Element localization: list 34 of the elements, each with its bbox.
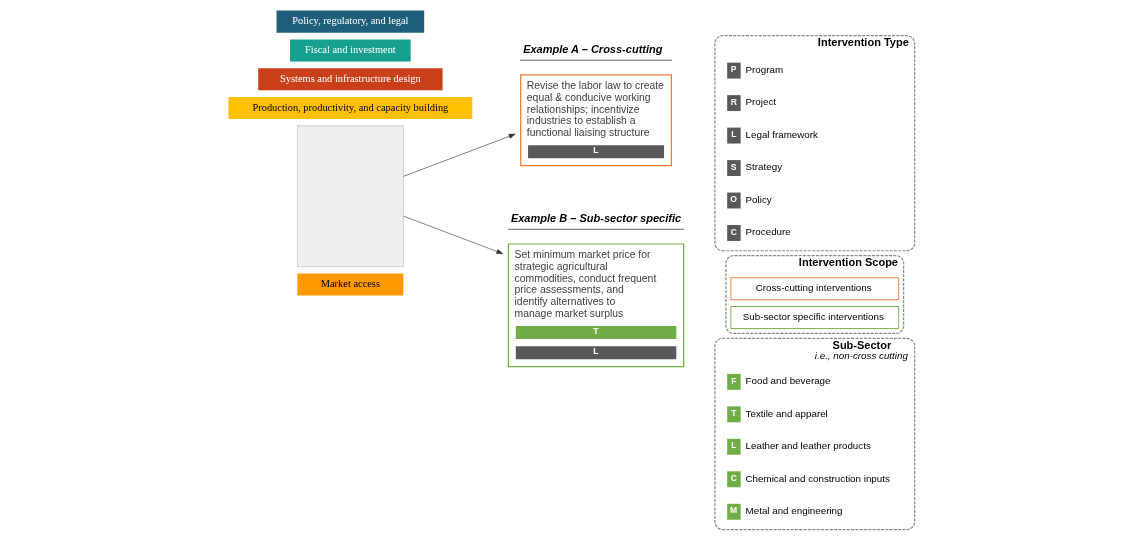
node-box: P [727, 62, 741, 79]
node-label: Project [745, 96, 777, 108]
node-box: Cross-cutting interventions [730, 277, 900, 301]
node-label: Example A – Cross-cutting [523, 43, 663, 56]
node-box: M [727, 503, 741, 520]
node-label: Procedure [745, 226, 791, 238]
node-box: O [727, 192, 741, 209]
node-label: Textile and apparel [745, 407, 828, 419]
node-box: Sub-sector specific interventions [730, 306, 900, 329]
label: Systems and infrastructure design [280, 72, 421, 84]
node-box: S [727, 160, 741, 176]
node-label: Program [745, 63, 784, 75]
node-box: T [727, 406, 741, 423]
label: Market access [320, 277, 380, 289]
node-label: Legal framework [745, 128, 818, 140]
node-label: Policy [745, 193, 772, 205]
node-label: Chemical and construction inputs [745, 472, 890, 484]
arrow [403, 133, 516, 177]
node-label: Metal and engineering [745, 505, 843, 517]
node-label: Strategy [745, 161, 783, 173]
node-label: Example B – Sub-sector specific [510, 212, 682, 225]
node-label: Leather and leather products [745, 440, 871, 452]
node-label: Food and beverage [745, 375, 831, 387]
node-box: F [727, 373, 741, 390]
node-box: C [727, 471, 741, 488]
node-box: R [727, 95, 741, 112]
arrow [403, 215, 504, 254]
node-box: C [727, 225, 741, 241]
node-box: L [727, 438, 741, 455]
node-box: L [727, 127, 741, 144]
node-box [297, 125, 404, 267]
label: Production, productivity, and capacity building [252, 101, 449, 113]
label: Fiscal and investment [305, 43, 396, 55]
label: Policy, regulatory, and legal [292, 15, 409, 27]
